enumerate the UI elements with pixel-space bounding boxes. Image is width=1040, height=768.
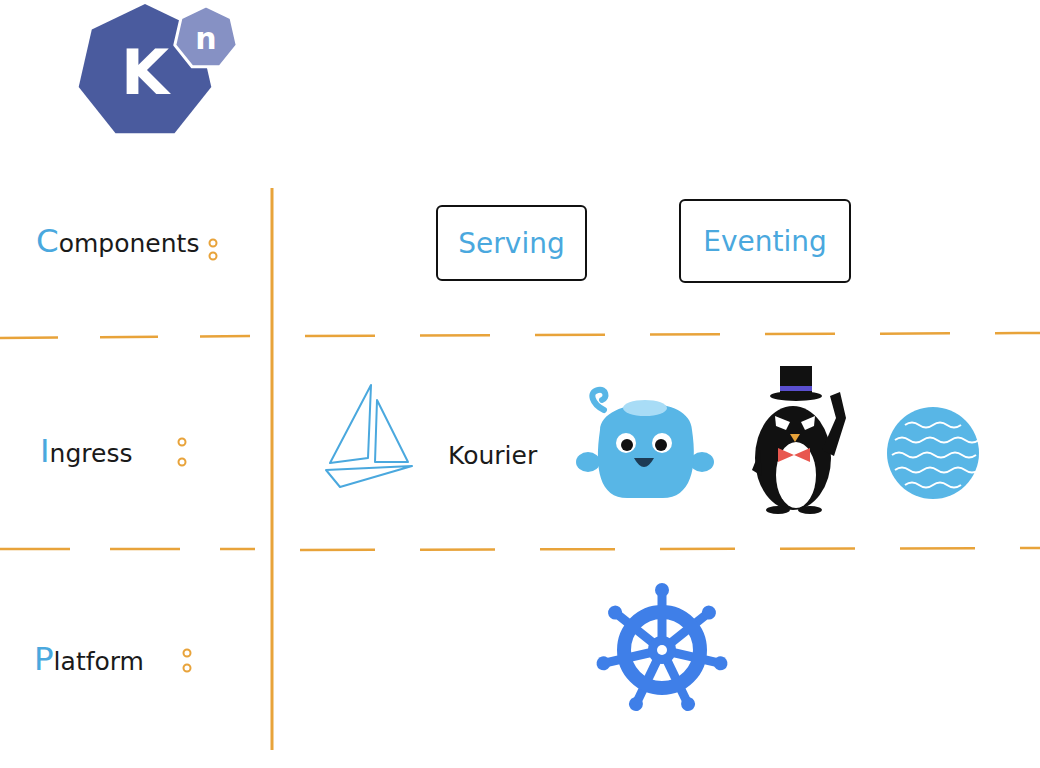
arm <box>576 452 600 472</box>
hub-dot <box>657 645 667 655</box>
eye <box>801 416 815 430</box>
sailboat-logo <box>326 385 412 487</box>
wave-circle <box>887 407 979 499</box>
colon-dot <box>184 650 191 657</box>
top-hat <box>780 366 812 394</box>
colon-dot <box>210 240 217 247</box>
divider-line <box>271 188 274 750</box>
beak <box>790 434 800 442</box>
highlight <box>623 400 667 416</box>
component-box: Serving <box>436 205 587 281</box>
body <box>598 404 694 498</box>
row-label: Ingress <box>40 432 132 470</box>
colon-dot <box>179 439 186 446</box>
flipper <box>752 450 762 476</box>
hat-brim <box>770 391 822 401</box>
antenna <box>592 390 605 410</box>
dashed-separator <box>300 548 1040 550</box>
component-name: Serving <box>458 227 564 260</box>
wheel-hub <box>648 636 676 664</box>
heptagon-outline <box>175 6 237 67</box>
eye <box>652 433 672 453</box>
dashed-separator <box>0 336 250 338</box>
colon-dot <box>179 459 186 466</box>
spokes <box>595 583 729 713</box>
hull <box>326 466 412 487</box>
eye <box>775 416 790 430</box>
pupil <box>621 439 633 451</box>
sail <box>375 400 408 462</box>
sail <box>330 385 371 463</box>
logo-badge: n <box>172 4 240 72</box>
body <box>755 406 831 510</box>
component-name: Eventing <box>703 225 827 258</box>
penguin-mascot <box>752 366 846 514</box>
flipper <box>822 392 846 456</box>
wheel-rim <box>624 612 700 688</box>
foot <box>798 506 822 514</box>
eye <box>616 433 636 453</box>
logo-letter: n <box>195 21 216 56</box>
blob-mascot <box>576 390 714 498</box>
mouth <box>634 458 654 467</box>
dashed-separator <box>0 548 255 551</box>
pupil <box>655 439 667 451</box>
colon-dot <box>210 253 217 260</box>
component-box: Eventing <box>679 199 851 283</box>
foot <box>766 506 790 514</box>
waves <box>892 423 979 488</box>
helm-logo <box>595 583 729 713</box>
row-label: Components <box>36 222 199 260</box>
colon-dot <box>184 665 191 672</box>
hat-band <box>780 386 812 391</box>
belly <box>776 442 816 508</box>
ingress-name: Kourier <box>448 441 537 470</box>
logo-letter: K <box>121 36 169 109</box>
dashed-separator <box>305 333 1040 336</box>
row-label: Platform <box>34 640 144 678</box>
wave-logo <box>887 407 979 499</box>
bow-tie <box>778 448 810 462</box>
